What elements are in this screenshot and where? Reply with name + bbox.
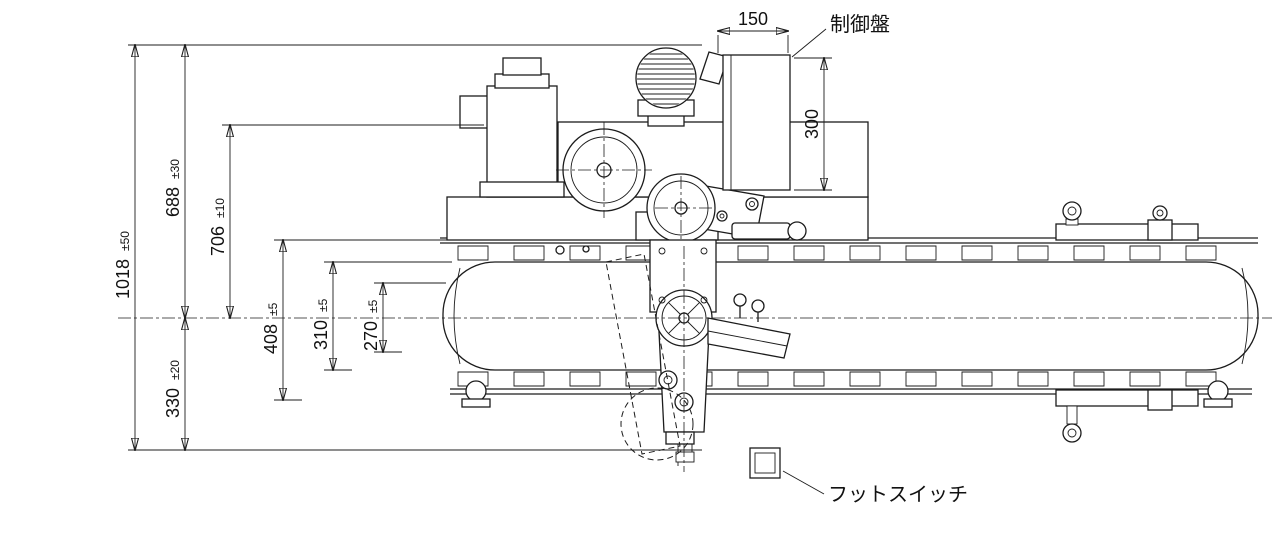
dim-1018-tolerance: ±50: [118, 231, 132, 251]
dim-408-value: 408: [261, 324, 281, 354]
dim-270: 270 ±5: [361, 299, 381, 351]
dim-330-tolerance: ±20: [168, 360, 182, 380]
dim-upper-height: 688 ±30: [163, 159, 183, 217]
dim-408: 408 ±5: [261, 302, 281, 354]
dim-270-value: 270: [361, 321, 381, 351]
dimension-lines: [128, 31, 832, 450]
dim-300-value: 300: [802, 109, 822, 139]
dim-head-height: 706 ±10: [208, 198, 228, 256]
dim-330-value: 330: [163, 388, 183, 418]
machine-head: [605, 239, 791, 472]
foot-switch-symbol: [749, 447, 781, 479]
extension-lines: [128, 35, 832, 451]
foot-switch-symbol-inner: [754, 452, 776, 474]
dim-310-tolerance: ±5: [316, 298, 330, 312]
dim-lower-height: 330 ±20: [163, 360, 183, 418]
dim-1018-value: 1018: [113, 259, 133, 299]
conveyor: [440, 201, 1259, 443]
machine-body: [446, 47, 869, 255]
foot-switch-leader-line: [782, 470, 825, 495]
dim-706-value: 706: [208, 226, 228, 256]
dim-panel-height: 300: [802, 109, 822, 139]
dim-overall-height: 1018 ±50: [113, 231, 133, 299]
dim-688-value: 688: [163, 187, 183, 217]
foot-switch-callout: フットスイッチ: [749, 447, 968, 506]
control-panel-label: 制御盤: [830, 13, 890, 36]
dim-310-value: 310: [311, 320, 331, 350]
dim-270-tolerance: ±5: [366, 299, 380, 313]
dim-310: 310 ±5: [311, 298, 331, 350]
control-panel-box: [722, 54, 791, 191]
foot-switch-label: フットスイッチ: [828, 484, 968, 506]
dim-408-tolerance: ±5: [266, 302, 280, 316]
control-panel-leader-line: [791, 28, 827, 58]
dim-150-value: 150: [738, 9, 768, 29]
motor-dome: [635, 47, 697, 109]
dim-706-tolerance: ±10: [213, 198, 227, 218]
dim-688-tolerance: ±30: [168, 159, 182, 179]
control-panel-callout: 制御盤: [791, 13, 890, 58]
